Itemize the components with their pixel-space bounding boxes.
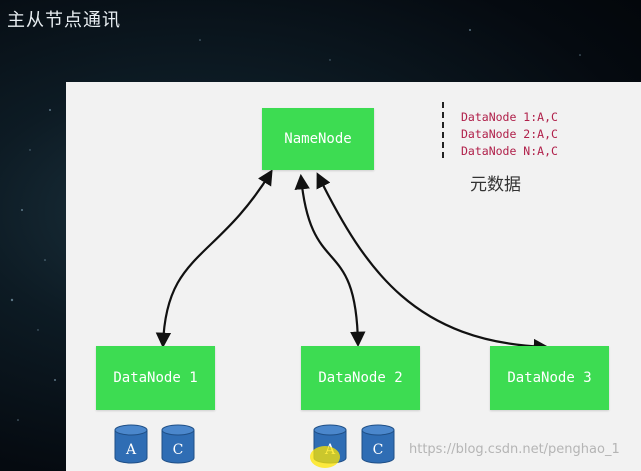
arrow-namenode-datanode2 xyxy=(294,173,366,348)
blocks-datanode1: A C xyxy=(114,424,195,464)
datanode-2-box: DataNode 2 xyxy=(301,346,420,410)
block-label: C xyxy=(173,442,184,458)
arrow-namenode-datanode1 xyxy=(155,169,273,349)
metadata-label: 元数据 xyxy=(470,175,521,195)
datanode-3-box: DataNode 3 xyxy=(490,346,609,410)
metadata-divider xyxy=(442,102,444,160)
slide-title: 主从节点通讯 xyxy=(7,10,121,31)
metadata-line: DataNode N:A,C xyxy=(461,144,558,158)
block-cylinder: A xyxy=(114,424,148,464)
metadata-line: DataNode 1:A,C xyxy=(461,110,558,124)
arrow-namenode-datanode3 xyxy=(316,172,550,355)
block-label: C xyxy=(373,442,384,458)
diagram-canvas: A C A C NameNode DataNode 1 DataNode 2 D… xyxy=(66,82,641,471)
block-cylinder: C xyxy=(161,424,195,464)
block-cylinder: C xyxy=(361,424,395,464)
block-label: A xyxy=(125,442,137,458)
watermark-text: https://blog.csdn.net/penghao_1 xyxy=(409,442,620,457)
metadata-line: DataNode 2:A,C xyxy=(461,127,558,141)
datanode-1-box: DataNode 1 xyxy=(96,346,215,410)
namenode-box: NameNode xyxy=(262,108,374,170)
metadata-list: DataNode 1:A,C DataNode 2:A,C DataNode N… xyxy=(461,109,558,160)
cursor-highlight xyxy=(310,446,340,468)
